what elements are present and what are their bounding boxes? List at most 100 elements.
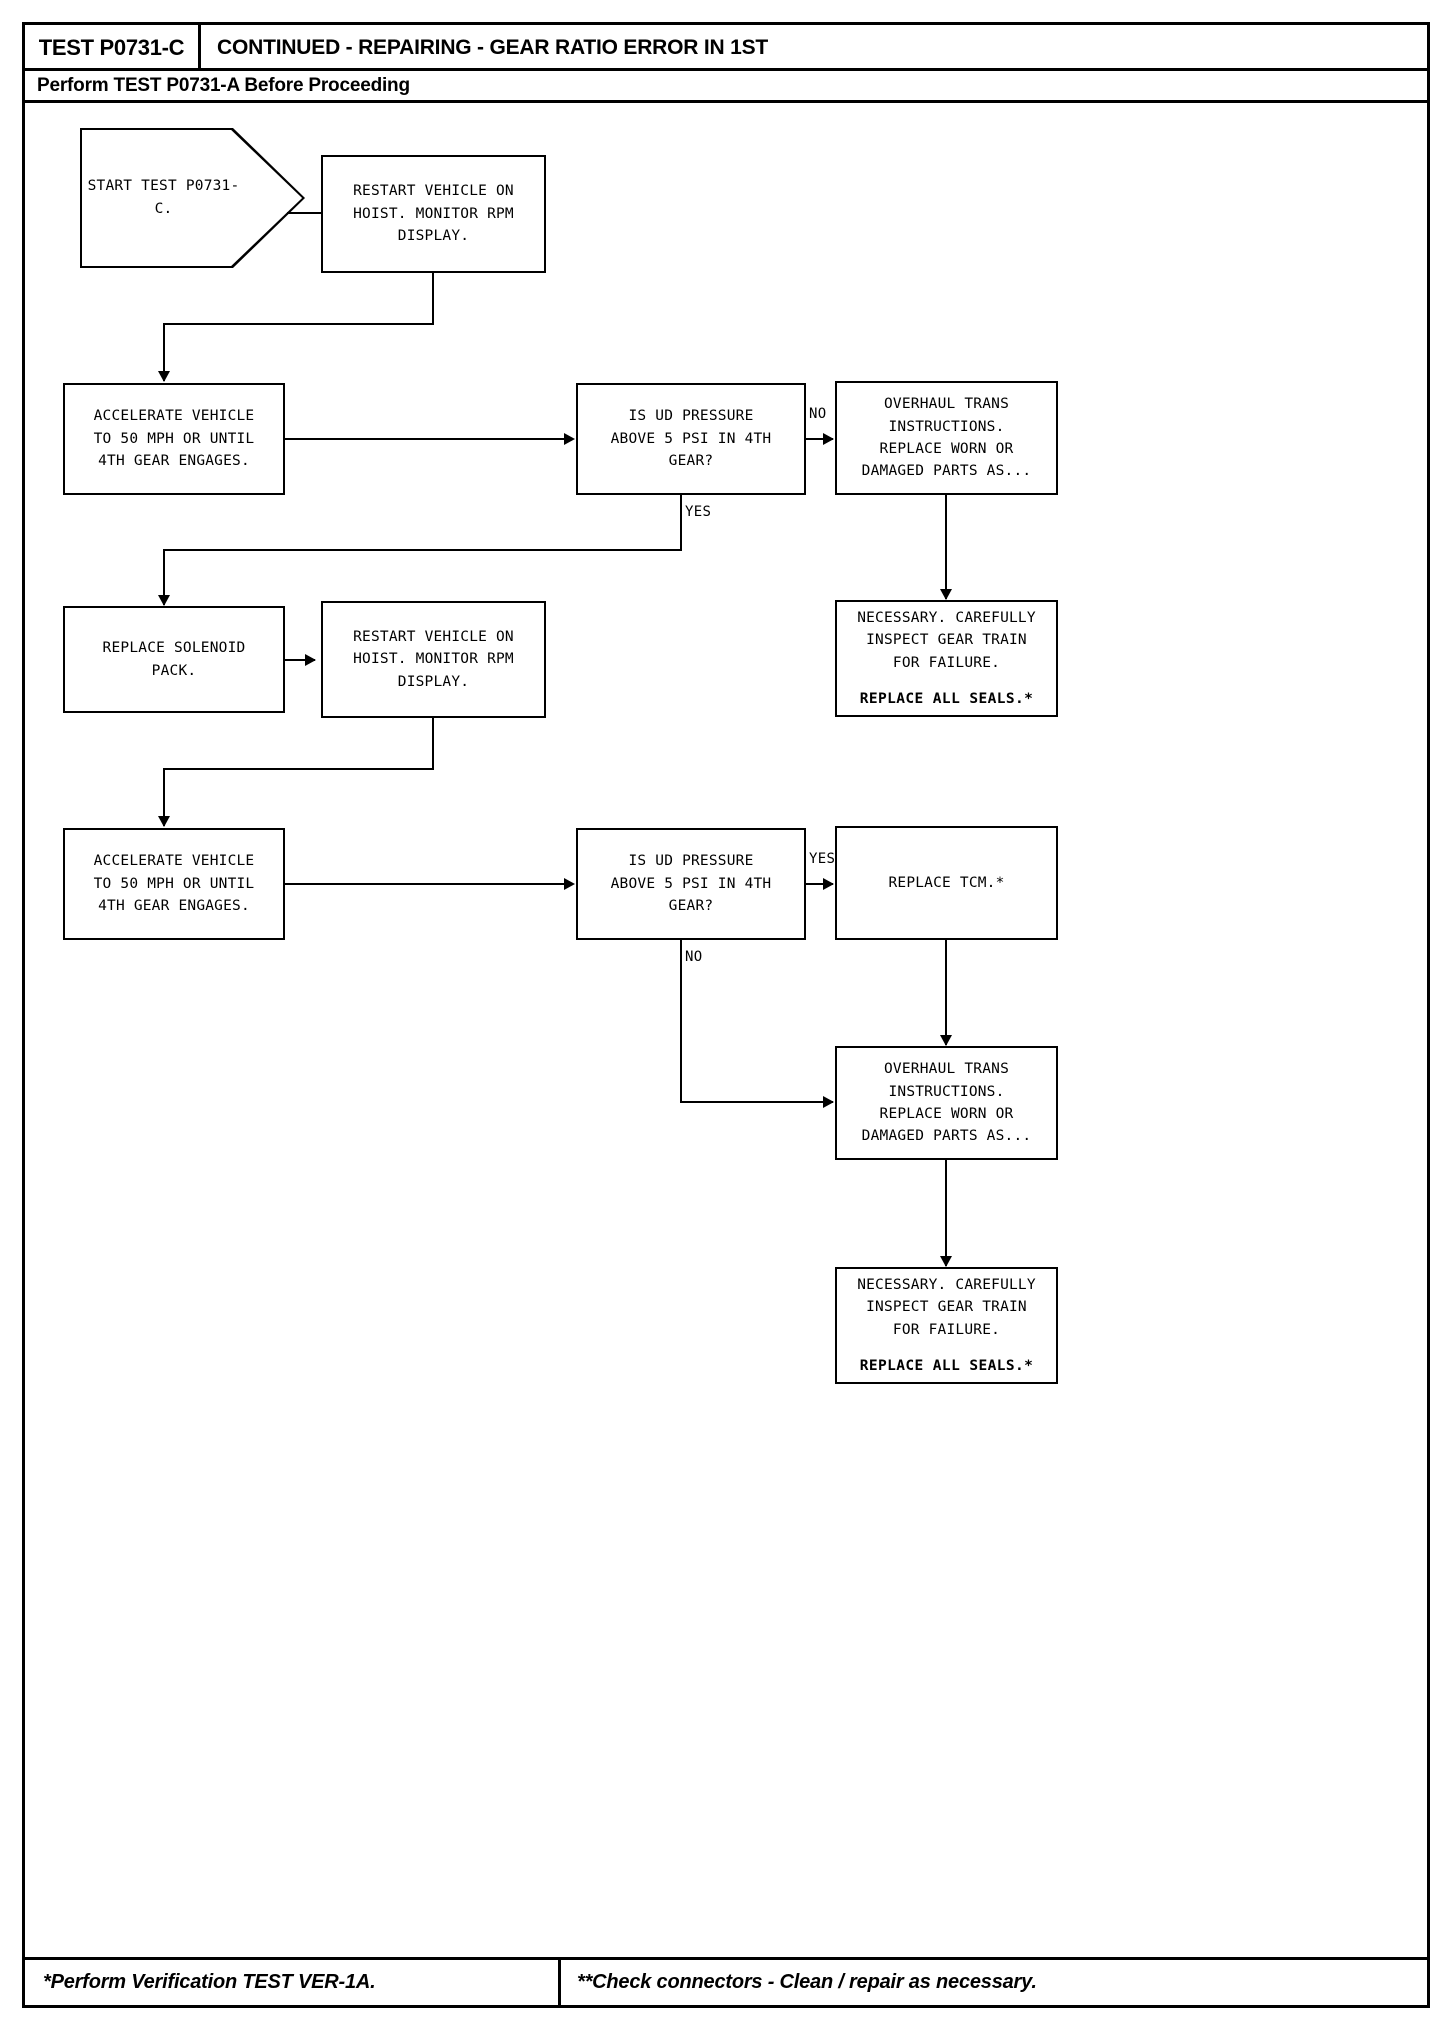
edge-label-decision2-no: NO: [685, 949, 703, 965]
node-start: START TEST P0731-C.: [80, 128, 305, 268]
node-overhaul-2-line-2: REPLACE WORN OR: [879, 1106, 1014, 1122]
node-decision-1-line-1: ABOVE 5 PSI IN 4TH: [610, 430, 772, 447]
edge-decision2-no-arrowhead: [823, 1096, 834, 1108]
footer-left-cell: *Perform Verification TEST VER-1A.: [25, 1960, 561, 2005]
edge-decision1-no-arrowhead: [823, 433, 834, 445]
node-decision-2-line-1: ABOVE 5 PSI IN 4TH: [610, 875, 772, 892]
node-overhaul-1-line-1: INSTRUCTIONS.: [888, 418, 1005, 435]
node-accelerate-1-line-2: 4TH GEAR ENGAGES.: [98, 453, 250, 470]
node-accelerate-2: ACCELERATE VEHICLE TO 50 MPH OR UNTIL 4T…: [63, 828, 285, 940]
node-start-line-1: P0731-C.: [154, 177, 240, 217]
edge-decision2-no-drop: [680, 940, 682, 1103]
edge-decision1-yes-drop: [680, 495, 682, 551]
node-overhaul-2-line-1: INSTRUCTIONS.: [888, 1083, 1005, 1100]
node-necessary-2: NECESSARY. CAREFULLY INSPECT GEAR TRAIN …: [835, 1267, 1058, 1384]
edge-overhaul1-to-necessary1-arrowhead: [940, 589, 952, 600]
node-necessary-2-line-0: NECESSARY. CAREFULLY: [857, 1276, 1036, 1293]
node-accelerate-1: ACCELERATE VEHICLE TO 50 MPH OR UNTIL 4T…: [63, 383, 285, 495]
test-id-label: TEST P0731-C: [38, 35, 185, 60]
node-restart-1-line-0: RESTART VEHICLE ON: [353, 183, 514, 200]
edge-decision1-no: [806, 438, 833, 440]
edge-tcm-to-overhaul2-arrowhead: [940, 1035, 952, 1046]
node-decision-1: IS UD PRESSURE ABOVE 5 PSI IN 4TH GEAR?: [576, 383, 806, 495]
edge-decision1-yes-arrowhead: [158, 595, 170, 606]
edge-tcm-to-overhaul2: [945, 940, 947, 1045]
node-restart-2-line-2: DISPLAY.: [397, 673, 470, 690]
node-restart-2: RESTART VEHICLE ON HOIST. MONITOR RPM DI…: [321, 601, 546, 718]
node-decision-1-line-2: GEAR?: [668, 453, 714, 470]
node-necessary-1-line-0: NECESSARY. CAREFULLY: [857, 609, 1036, 626]
node-overhaul-1-line-0: OVERHAUL TRANS: [883, 396, 1010, 413]
node-accelerate-1-line-1: TO 50 MPH OR UNTIL: [93, 430, 255, 447]
edge-overhaul1-to-necessary1: [945, 495, 947, 599]
node-necessary-2-line-1: INSPECT GEAR TRAIN: [866, 1299, 1027, 1316]
footer-band: *Perform Verification TEST VER-1A. **Che…: [25, 1957, 1427, 2005]
footer-connectors-note: **Check connectors - Clean / repair as n…: [577, 1971, 1037, 1993]
edge-solenoid-to-restart2-arrowhead: [305, 654, 316, 666]
header-title-cell: CONTINUED - REPAIRING - GEAR RATIO ERROR…: [201, 25, 1427, 71]
edge-accelerate1-to-decision1: [285, 438, 573, 440]
edge-restart1-drop: [432, 273, 434, 325]
node-overhaul-1-line-2: REPLACE WORN OR: [879, 441, 1014, 457]
edge-restart1-to-accelerate1-arrowhead: [158, 371, 170, 382]
node-necessary-2-line-2: FOR FAILURE.: [892, 1321, 1001, 1338]
header-band: TEST P0731-C CONTINUED - REPAIRING - GEA…: [25, 25, 1427, 71]
edge-restart1-across: [163, 323, 434, 325]
edge-decision2-yes: [806, 883, 833, 885]
subheader-band: Perform TEST P0731-A Before Proceeding: [25, 71, 1427, 103]
edge-overhaul2-to-necessary2-arrowhead: [940, 1256, 952, 1267]
edge-label-decision1-no: NO: [809, 406, 827, 422]
node-overhaul-2: OVERHAUL TRANS INSTRUCTIONS. REPLACE WOR…: [835, 1046, 1058, 1160]
edge-restart2-drop: [432, 718, 434, 770]
node-overhaul-2-line-0: OVERHAUL TRANS: [883, 1061, 1010, 1078]
edge-accelerate1-to-decision1-arrowhead: [564, 433, 575, 445]
node-necessary-2-emphasis: REPLACE ALL SEALS.*: [859, 1357, 1034, 1374]
node-restart-1-line-2: DISPLAY.: [397, 228, 470, 245]
prerequisite-note: Perform TEST P0731-A Before Proceeding: [37, 74, 410, 96]
node-start-line-0: START TEST: [87, 177, 177, 194]
node-overhaul-1: OVERHAUL TRANS INSTRUCTIONS. REPLACE WOR…: [835, 381, 1058, 495]
node-accelerate-2-line-2: 4TH GEAR ENGAGES.: [98, 898, 250, 915]
node-replace-solenoid-line-1: PACK.: [151, 662, 197, 679]
node-replace-tcm: REPLACE TCM.*: [835, 826, 1058, 940]
node-necessary-1-emphasis: REPLACE ALL SEALS.*: [859, 690, 1034, 707]
node-start-text: START TEST P0731-C.: [80, 175, 247, 221]
edge-restart2-to-accelerate2: [163, 768, 165, 826]
edge-accelerate2-to-decision2-arrowhead: [564, 878, 575, 890]
page-frame: TEST P0731-C CONTINUED - REPAIRING - GEA…: [22, 22, 1430, 2008]
node-necessary-1: NECESSARY. CAREFULLY INSPECT GEAR TRAIN …: [835, 600, 1058, 717]
edge-start-to-restart1: [287, 212, 329, 214]
edge-restart2-to-accelerate2-arrowhead: [158, 816, 170, 827]
edge-label-decision2-yes: YES: [809, 851, 836, 867]
node-restart-2-line-0: RESTART VEHICLE ON: [353, 628, 514, 645]
edge-decision2-no-across: [680, 1101, 833, 1103]
node-decision-2-line-2: GEAR?: [668, 898, 714, 915]
node-restart-1: RESTART VEHICLE ON HOIST. MONITOR RPM DI…: [321, 155, 546, 273]
node-decision-2: IS UD PRESSURE ABOVE 5 PSI IN 4TH GEAR?: [576, 828, 806, 940]
edge-solenoid-to-restart2: [285, 659, 315, 661]
header-test-cell: TEST P0731-C: [25, 25, 201, 71]
node-overhaul-2-line-3: DAMAGED PARTS AS...: [861, 1128, 1032, 1145]
flowchart-canvas: START TEST P0731-C. RESTART VEHICLE ON H…: [25, 103, 1427, 1933]
node-restart-1-line-1: HOIST. MONITOR RPM: [353, 205, 514, 222]
node-accelerate-2-line-1: TO 50 MPH OR UNTIL: [93, 875, 255, 892]
edge-decision1-yes-across: [163, 549, 682, 551]
node-restart-2-line-1: HOIST. MONITOR RPM: [353, 651, 514, 668]
edge-restart1-to-accelerate1: [163, 323, 165, 381]
node-accelerate-2-line-0: ACCELERATE VEHICLE: [93, 853, 255, 870]
edge-restart2-across: [163, 768, 434, 770]
node-replace-tcm-line-0: REPLACE TCM.*: [888, 874, 1005, 891]
node-replace-solenoid: REPLACE SOLENOID PACK.: [63, 606, 285, 713]
edge-accelerate2-to-decision2: [285, 883, 573, 885]
node-overhaul-1-line-3: DAMAGED PARTS AS...: [861, 463, 1032, 480]
footer-verification-note: *Perform Verification TEST VER-1A.: [43, 1971, 376, 1993]
node-necessary-1-line-1: INSPECT GEAR TRAIN: [866, 632, 1027, 649]
edge-label-decision1-yes: YES: [685, 504, 712, 520]
node-necessary-1-line-2: FOR FAILURE.: [892, 654, 1001, 671]
edge-decision1-yes-to-solenoid: [163, 549, 165, 605]
node-decision-1-line-0: IS UD PRESSURE: [628, 408, 754, 425]
node-replace-solenoid-line-0: REPLACE SOLENOID: [102, 640, 246, 657]
node-accelerate-1-line-0: ACCELERATE VEHICLE: [93, 408, 255, 425]
page-title: CONTINUED - REPAIRING - GEAR RATIO ERROR…: [217, 36, 769, 59]
edge-decision2-yes-arrowhead: [823, 878, 834, 890]
